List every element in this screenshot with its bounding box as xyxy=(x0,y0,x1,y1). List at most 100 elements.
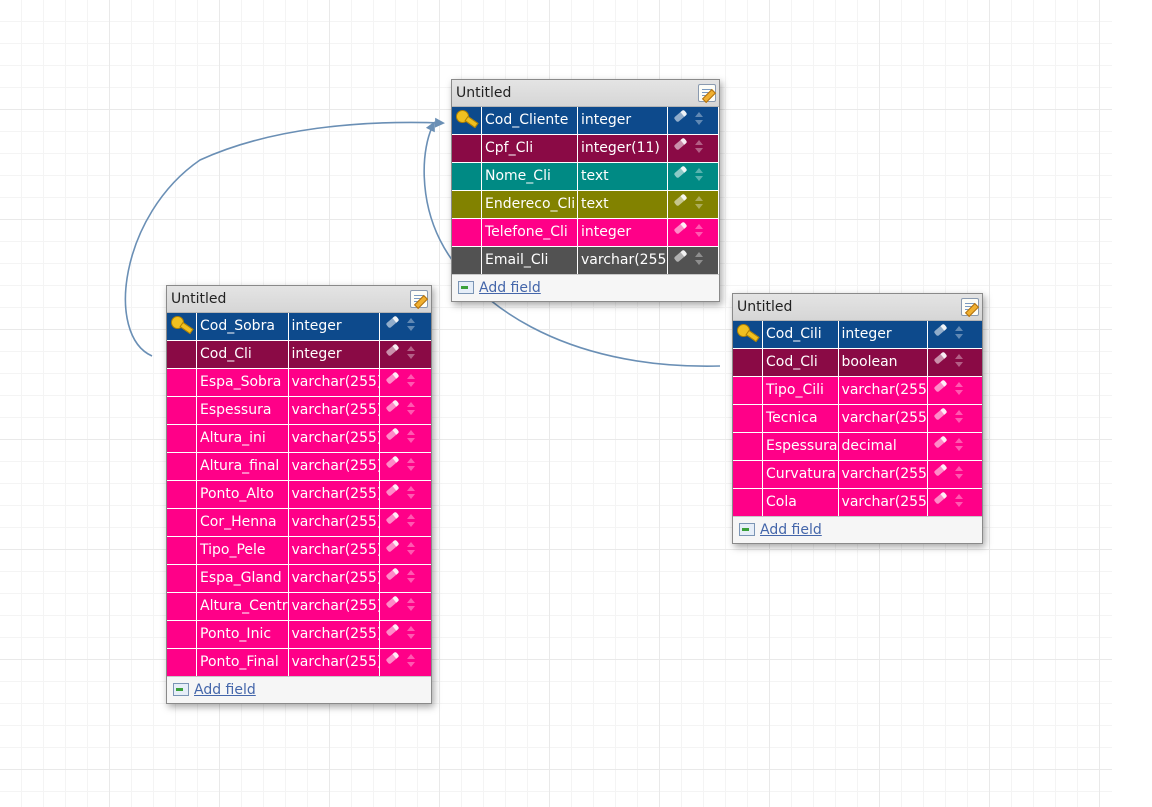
delete-field-icon[interactable] xyxy=(933,379,948,393)
delete-field-icon[interactable] xyxy=(385,315,400,329)
move-up-icon[interactable] xyxy=(695,252,703,257)
move-down-icon[interactable] xyxy=(955,334,963,339)
field-type[interactable]: varchar(255) xyxy=(838,405,928,432)
delete-field-icon[interactable] xyxy=(933,491,948,505)
move-down-icon[interactable] xyxy=(407,354,415,359)
move-up-icon[interactable] xyxy=(695,140,703,145)
field-name[interactable]: Altura_final xyxy=(197,453,289,480)
table-header[interactable]: Untitled xyxy=(733,294,982,321)
delete-field-icon[interactable] xyxy=(673,193,688,207)
add-field-link[interactable]: Add field xyxy=(194,682,256,698)
move-down-icon[interactable] xyxy=(407,326,415,331)
field-name[interactable]: Cod_Cli xyxy=(197,341,289,368)
field-name[interactable]: Espessura xyxy=(197,397,289,424)
move-down-icon[interactable] xyxy=(407,410,415,415)
move-up-icon[interactable] xyxy=(407,346,415,351)
field-type[interactable]: varchar(255) xyxy=(288,425,380,452)
move-down-icon[interactable] xyxy=(955,446,963,451)
add-field-icon[interactable] xyxy=(458,281,474,294)
field-type[interactable]: varchar(255) xyxy=(288,369,380,396)
move-up-icon[interactable] xyxy=(695,196,703,201)
move-down-icon[interactable] xyxy=(407,662,415,667)
field-type[interactable]: varchar(255) xyxy=(288,397,380,424)
field-type[interactable]: integer xyxy=(578,219,668,246)
move-up-icon[interactable] xyxy=(955,382,963,387)
field-name[interactable]: Cod_Cli xyxy=(763,349,839,376)
move-up-icon[interactable] xyxy=(407,318,415,323)
move-up-icon[interactable] xyxy=(407,514,415,519)
move-down-icon[interactable] xyxy=(407,494,415,499)
field-name[interactable]: Ponto_Inic xyxy=(197,621,289,648)
edit-table-icon[interactable] xyxy=(698,84,716,102)
move-down-icon[interactable] xyxy=(407,578,415,583)
field-name[interactable]: Espessura xyxy=(763,433,839,460)
field-type[interactable]: varchar(255) xyxy=(838,461,928,488)
delete-field-icon[interactable] xyxy=(385,623,400,637)
move-down-icon[interactable] xyxy=(407,382,415,387)
field-type[interactable]: boolean xyxy=(838,349,928,376)
field-name[interactable]: Tipo_Pele xyxy=(197,537,289,564)
field-type[interactable]: text xyxy=(578,163,668,190)
field-type[interactable]: varchar(255) xyxy=(288,509,380,536)
delete-field-icon[interactable] xyxy=(673,221,688,235)
delete-field-icon[interactable] xyxy=(385,371,400,385)
move-down-icon[interactable] xyxy=(955,390,963,395)
move-up-icon[interactable] xyxy=(407,570,415,575)
move-down-icon[interactable] xyxy=(955,362,963,367)
move-up-icon[interactable] xyxy=(955,466,963,471)
delete-field-icon[interactable] xyxy=(385,399,400,413)
field-name[interactable]: Ponto_Final xyxy=(197,649,289,676)
delete-field-icon[interactable] xyxy=(933,351,948,365)
move-up-icon[interactable] xyxy=(695,224,703,229)
move-down-icon[interactable] xyxy=(407,634,415,639)
move-up-icon[interactable] xyxy=(407,542,415,547)
field-name[interactable]: Email_Cli xyxy=(482,247,578,274)
move-up-icon[interactable] xyxy=(955,410,963,415)
move-up-icon[interactable] xyxy=(955,438,963,443)
field-name[interactable]: Tipo_Cili xyxy=(763,377,839,404)
delete-field-icon[interactable] xyxy=(673,137,688,151)
field-type[interactable]: varchar(255) xyxy=(288,649,380,676)
field-name[interactable]: Espa_Gland xyxy=(197,565,289,592)
move-down-icon[interactable] xyxy=(695,176,703,181)
field-type[interactable]: varchar(255) xyxy=(288,481,380,508)
add-field-icon[interactable] xyxy=(739,523,755,536)
move-down-icon[interactable] xyxy=(407,606,415,611)
add-field-link[interactable]: Add field xyxy=(479,280,541,296)
move-up-icon[interactable] xyxy=(407,430,415,435)
delete-field-icon[interactable] xyxy=(673,165,688,179)
table-header[interactable]: Untitled xyxy=(167,286,431,313)
move-down-icon[interactable] xyxy=(407,438,415,443)
move-down-icon[interactable] xyxy=(695,204,703,209)
field-type[interactable]: text xyxy=(578,191,668,218)
field-type[interactable]: integer(11) xyxy=(578,135,668,162)
field-name[interactable]: Ponto_Alto xyxy=(197,481,289,508)
delete-field-icon[interactable] xyxy=(933,435,948,449)
edit-table-icon[interactable] xyxy=(961,298,979,316)
add-field-icon[interactable] xyxy=(173,683,189,696)
move-down-icon[interactable] xyxy=(955,474,963,479)
move-up-icon[interactable] xyxy=(407,486,415,491)
field-name[interactable]: Altura_ini xyxy=(197,425,289,452)
field-name[interactable]: Endereco_Cli xyxy=(482,191,578,218)
